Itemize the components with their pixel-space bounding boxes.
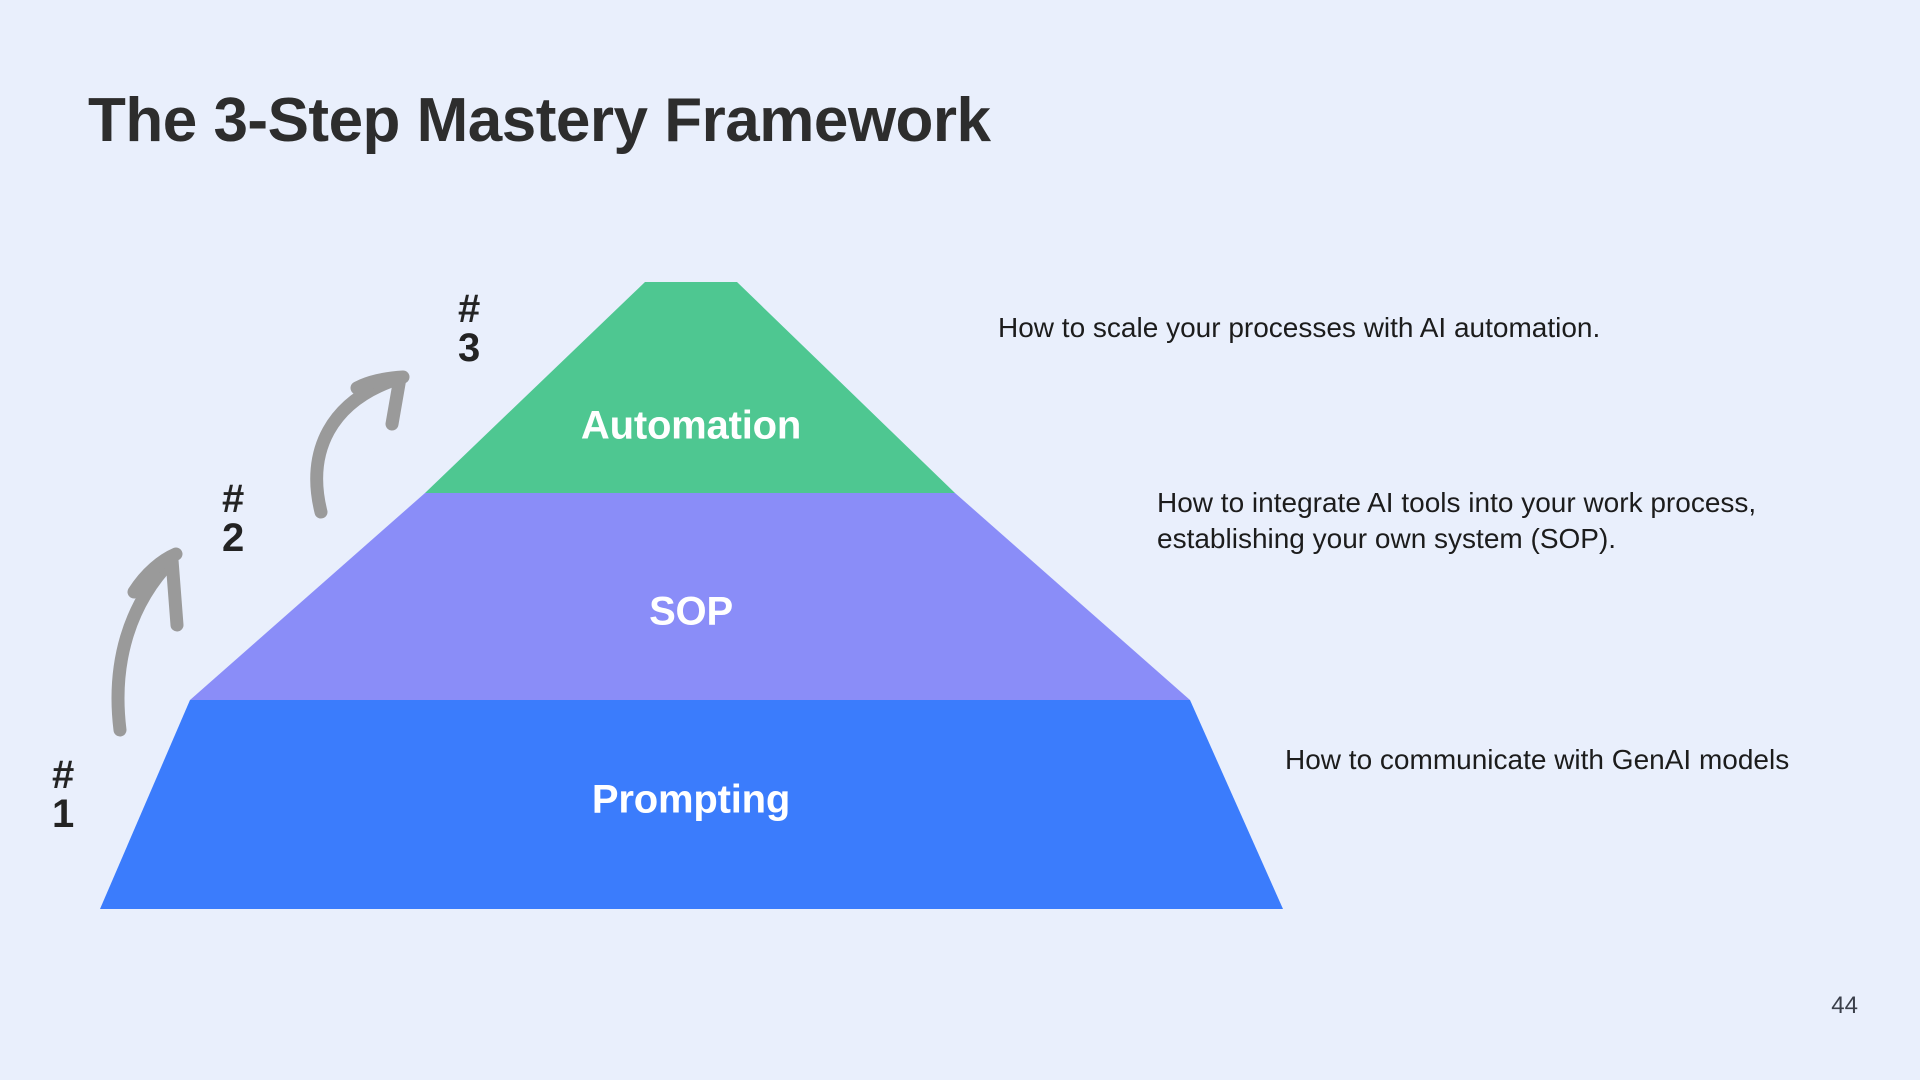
description-sop: How to integrate AI tools into your work… xyxy=(1157,487,1757,555)
step-marker-2: # 2 xyxy=(222,477,245,561)
description-automation: How to scale your processes with AI auto… xyxy=(998,312,1601,343)
step-marker-1: # 1 xyxy=(52,753,75,837)
step-arrow-1-to-2 xyxy=(111,547,184,737)
step-marker-3: # 3 xyxy=(458,287,481,371)
step-arrow-2-to-3 xyxy=(310,370,410,519)
tier-label-prompting: Prompting xyxy=(591,777,791,822)
tier-label-automation: Automation xyxy=(580,403,802,448)
tier-label-sop: SOP xyxy=(649,589,733,634)
description-prompting: How to communicate with GenAI models xyxy=(1285,744,1790,775)
pyramid-tier-automation xyxy=(425,282,955,493)
page-number: 44 xyxy=(1831,992,1858,1019)
page-title: The 3-Step Mastery Framework xyxy=(88,86,991,155)
